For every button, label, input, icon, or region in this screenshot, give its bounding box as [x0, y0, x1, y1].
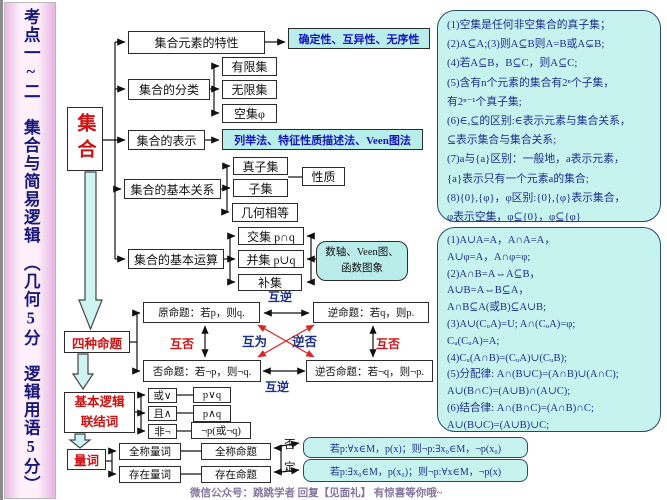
node-original-proposition: 原命题：若p，则q. [143, 302, 260, 323]
panel-line: (1)A∪A=A，A∩A=A， [447, 235, 555, 246]
node-set-element-features: 集合元素的特性 [128, 31, 265, 54]
panel-line: (4)若A⊆B，B⊆C，则A⊆C; [447, 57, 578, 70]
node-complement: 补集 [238, 274, 302, 291]
node-subset: 子集 [233, 179, 288, 197]
label-center-contrapositive: 逆否 [292, 335, 318, 349]
panel-line: Cᵤ(CᵤA)=A; [447, 335, 500, 347]
node-infinite-set: 无限集 [222, 80, 277, 99]
node-intersection: 交集 p∩q [238, 227, 304, 245]
panel-line: (8){0},{φ}，φ区别:{0},{φ}表示集合， [447, 191, 626, 204]
node-proper-subset: 真子集 [233, 157, 288, 175]
label-negation-char-1: 否 [284, 439, 296, 451]
label-negation-char-2: 定 [284, 462, 296, 474]
panel-line: (4)Cᵤ(A∩B)=(CᵤA)∪(CᵤB); [447, 352, 568, 364]
panel-line: (6)∈,⊆的区别:∈表示元素与集合关系， [447, 115, 631, 128]
panel-line: {a}表示只有一个元素a的集合; [447, 172, 589, 185]
node-four-propositions: 四种命题 [64, 331, 130, 353]
node-negation-proposition: 否命题：若¬p，则¬q. [143, 360, 261, 382]
panel-line: (3)A∪(CᵤA)=U; A∩(CᵤA)=φ; [447, 318, 576, 330]
panel-line: (5)分配律: A∩(B∪C)=(A∩B)∪(A∩C); [447, 369, 619, 381]
node-union: 并集 p∪q [238, 250, 304, 268]
node-or-formula: p∨q [193, 387, 231, 403]
label-mutual-converse-bottom: 互逆 [265, 380, 290, 394]
node-set-root: 集合 [67, 107, 103, 171]
panel-line: A∪(B∩C)=(A∪B)∩(A∪C); [447, 386, 571, 398]
node-existential-quantifier: 存在量词 [119, 466, 181, 483]
panel-line: (2)A⊆A;(3)则A⊆B则A=B或A⊊B; [447, 38, 605, 51]
panel-line: ⊆表示集合与集合关系; [447, 134, 557, 147]
panel-line: 有2ⁿ⁻¹个真子集; [447, 95, 522, 108]
node-set-equal: 几何相等 [232, 203, 298, 222]
node-contrapositive-proposition: 逆否命题：若¬q，则¬p. [306, 360, 433, 382]
panel-line: φ表示空集，φ⊆{0}，φ⊆{φ} [447, 211, 581, 224]
node-empty-set: 空集φ [222, 104, 277, 123]
chapter-title: 考点一~二 集合与简易逻辑 （几何5分 逻辑用语5分） [21, 7, 41, 494]
node-set-classification: 集合的分类 [128, 79, 210, 100]
panel-line: (6)结合律: A∩(B∩C)=(A∩B)∩C; [447, 402, 594, 414]
sidebar-title-strip: 考点一~二 集合与简易逻辑 （几何5分 逻辑用语5分） [4, 2, 56, 499]
node-and-connective: 且∧ [148, 406, 177, 421]
node-feature-detail: 确定性、互异性、无序性 [288, 28, 430, 49]
panel-line: (7)a与{a}区别：一般地，a表示元素， [447, 153, 625, 166]
node-basic-operations: 集合的基本运算 [128, 249, 224, 269]
panel-line: A∪B=A⇔B⊆A， [447, 285, 529, 297]
node-basic-relations: 集合的基本关系 [124, 179, 221, 199]
formula-existential-negation: 若p:∃x₀∈M，p(x₀)；则¬p:∀x∈M，¬p(x) [303, 459, 528, 482]
panel-line: (1)空集是任何非空集合的真子集； [447, 19, 611, 31]
node-universal-quantifier: 全称量词 [119, 443, 181, 460]
panel-operation-laws: (1)A∪A=A，A∩A=A， A∪φ=A，A∩φ=φ; (2)A∩B=A⇔A⊆… [437, 227, 661, 432]
node-and-formula: p∧q [193, 405, 231, 422]
panel-line: A∪(B∪C)=(A∪B)∪C; [447, 419, 550, 431]
label-center-mutual: 互为 [242, 335, 268, 349]
label-mutual-converse-top: 互逆 [268, 290, 293, 304]
panel-line: A∩B⊆A(或B)⊆A∪B; [447, 302, 547, 314]
panel-line: (5)含有n个元素的集合有2ⁿ个子集， [447, 76, 615, 89]
panel-subset-properties: (1)空集是任何非空集合的真子集； (2)A⊆A;(3)则A⊆B则A=B或A⊊B… [437, 10, 661, 223]
formula-universal-negation: 若p:∀x∈M，p(x)；则¬p:∃x₀∈M，¬p(x₀) [303, 437, 528, 458]
node-existential-proposition: 存在命题 [201, 466, 271, 483]
node-set-representation: 集合的表示 [128, 130, 205, 150]
node-converse-proposition: 逆命题：若q，则p. [313, 302, 429, 323]
node-representation-detail: 列举法、特征性质描述法、Veen图法 [222, 129, 423, 150]
panel-line: (2)A∩B=A⇔A⊆B， [447, 268, 541, 280]
node-relation-property: 性质 [302, 167, 345, 186]
node-logical-connectives: 基本逻辑 联结词 [64, 392, 135, 433]
label-mutual-negation-right: 互否 [376, 337, 401, 351]
node-not-connective: 非¬ [148, 424, 177, 439]
panel-line: A∪φ=A，A∩φ=φ; [447, 251, 531, 263]
node-universal-proposition: 全称命题 [201, 443, 271, 460]
watermark-text: 微信公众号：跳跳学者 回复【见面礼】 有惊喜等你哦~ [190, 488, 443, 499]
node-finite-set: 有限集 [222, 57, 277, 76]
node-not-formula: ¬p(或¬q) [191, 422, 251, 439]
node-operation-tools: 数轴、Veen图、 函数图象 [316, 241, 408, 281]
label-mutual-negation-left: 互否 [170, 337, 195, 351]
left-edge-bar [0, 0, 3, 500]
node-or-connective: 或∨ [148, 388, 177, 403]
node-quantifiers: 量词 [67, 449, 106, 470]
